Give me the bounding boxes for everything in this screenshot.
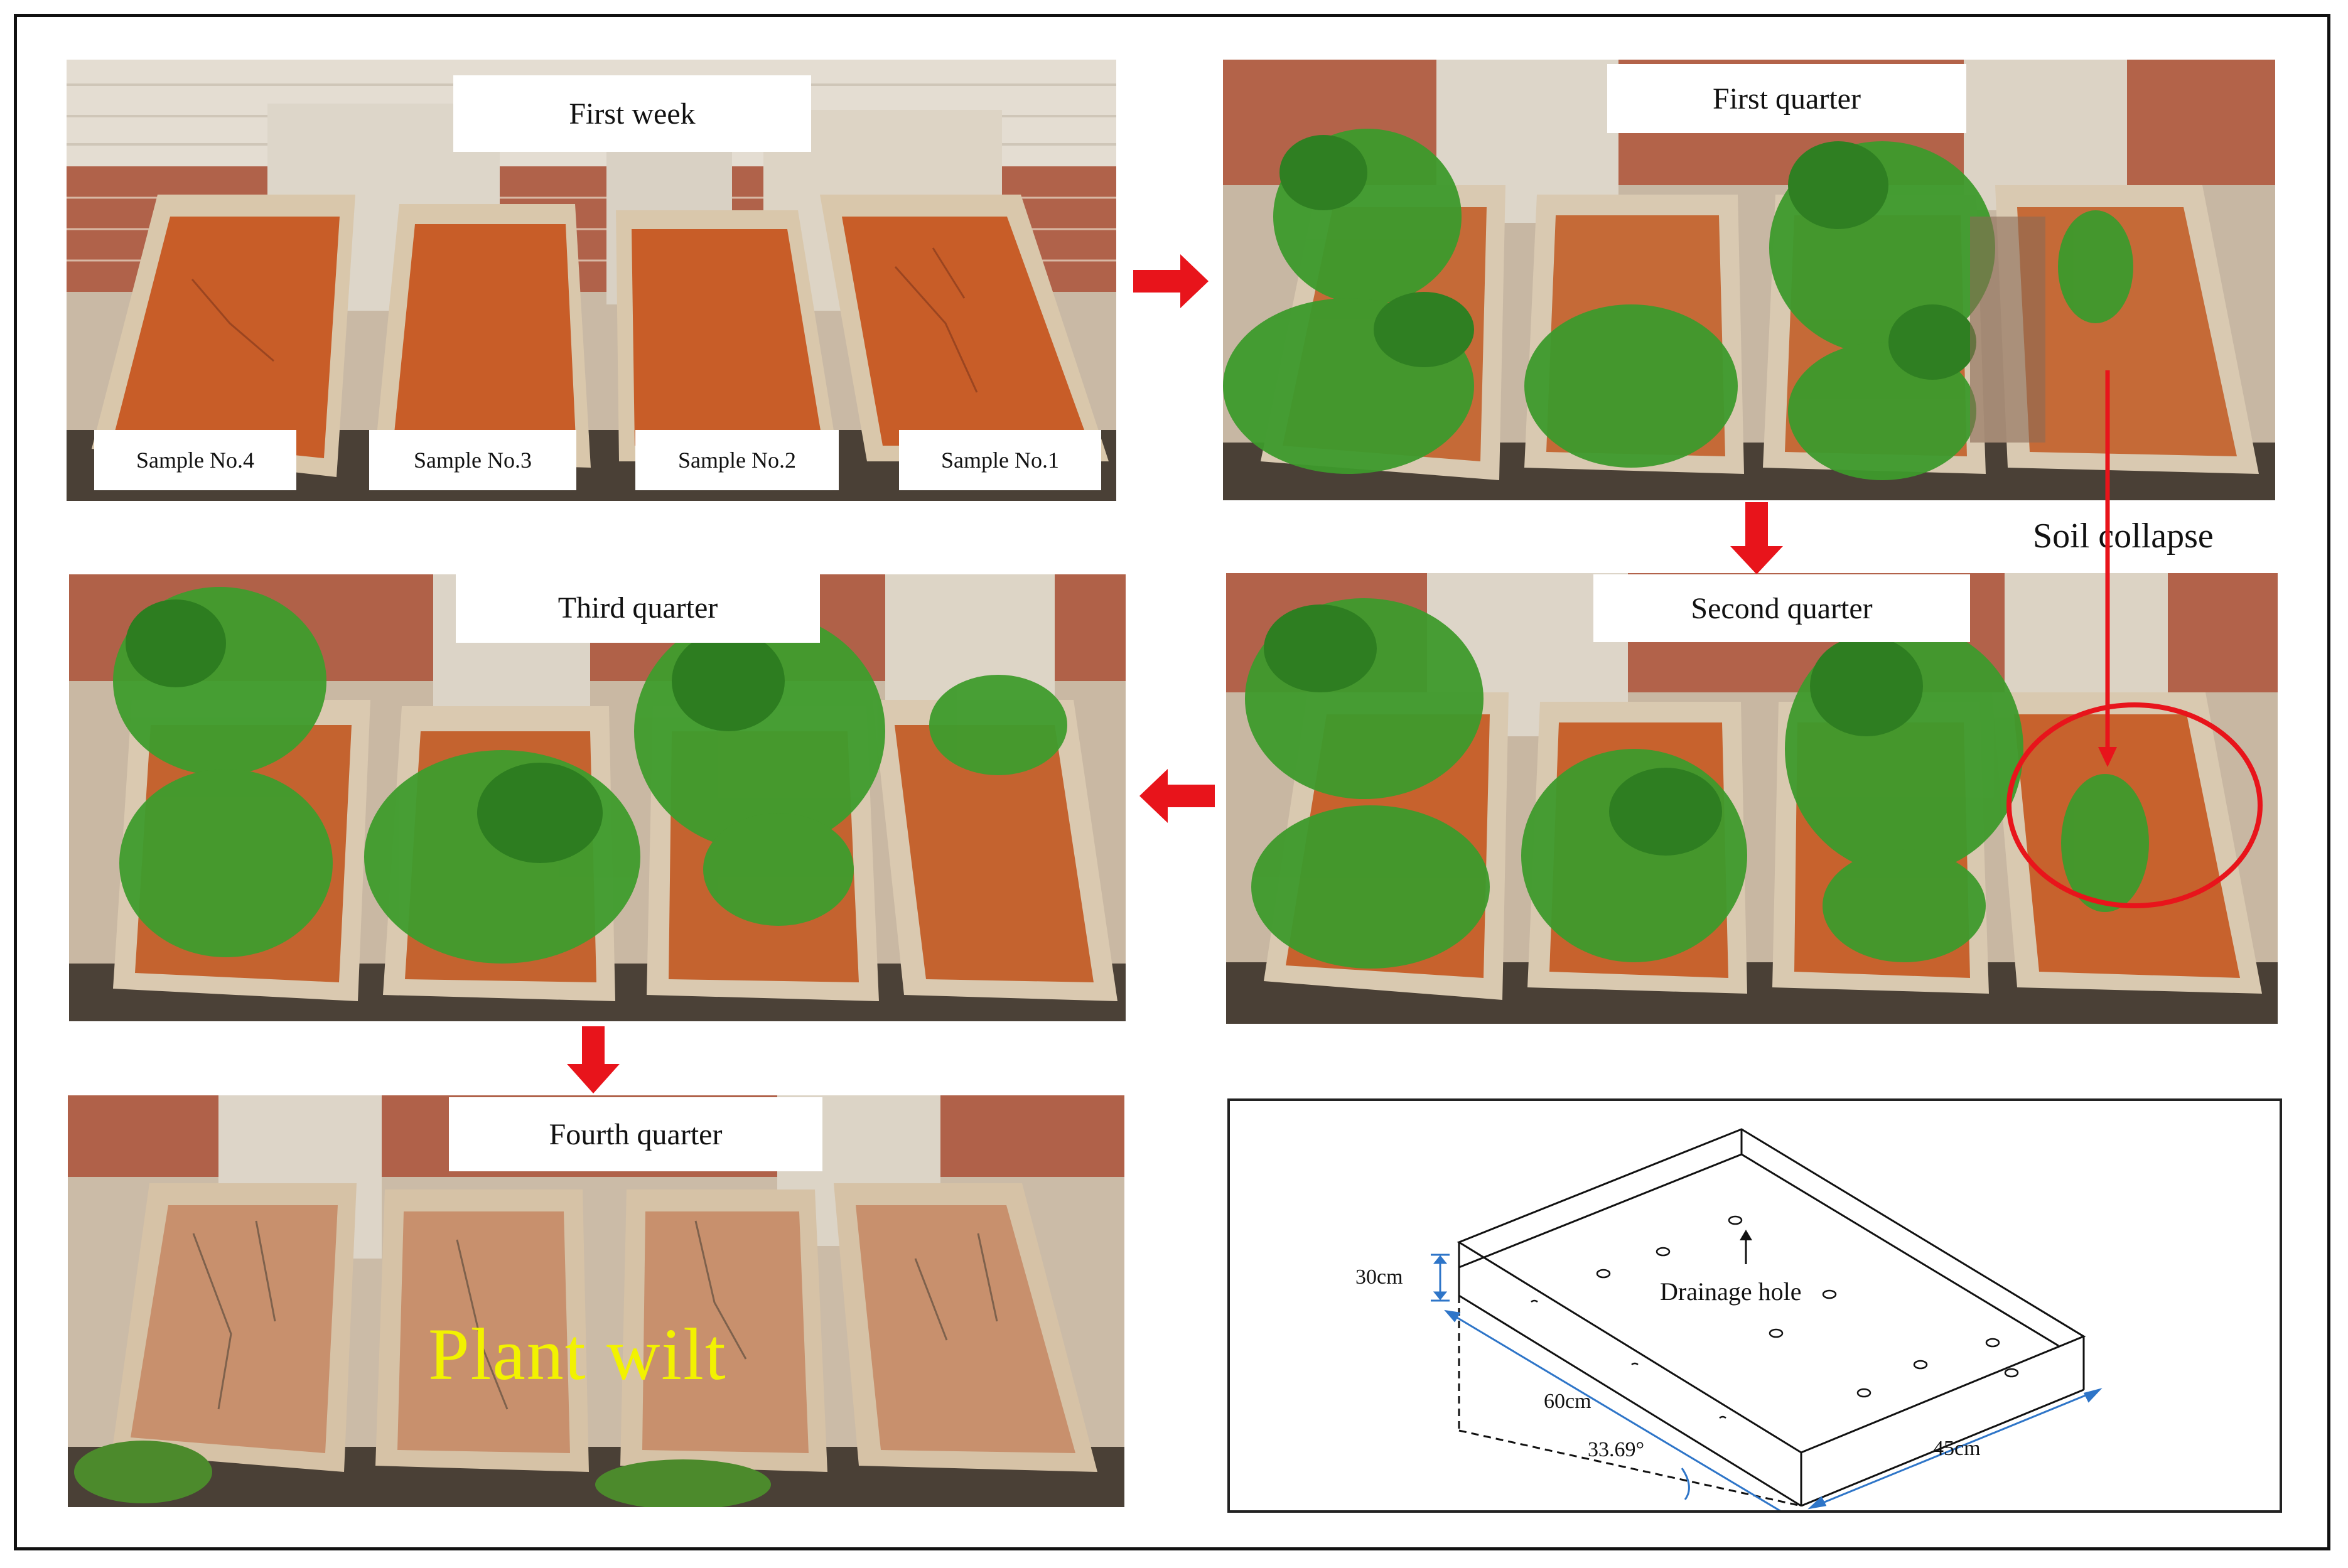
soil-box-diagram: 30cm 60cm 45cm 33.69° Drainage hole <box>1227 1098 2282 1513</box>
photo-first-quarter <box>1223 60 2275 500</box>
photo-third-quarter <box>69 574 1126 1021</box>
label-sample-4: Sample No.4 <box>94 430 296 490</box>
label-fourth-quarter: Fourth quarter <box>449 1097 822 1171</box>
label-sample-2: Sample No.2 <box>635 430 839 490</box>
label-sample-3: Sample No.3 <box>369 430 576 490</box>
drainage-hole-label: Drainage hole <box>1660 1277 1802 1306</box>
label-sample-1: Sample No.1 <box>899 430 1101 490</box>
dim-angle-label: 33.69° <box>1588 1438 1645 1461</box>
plant-wilt-label: Plant wilt <box>428 1313 727 1395</box>
dim-width-label: 45cm <box>1933 1437 1981 1460</box>
label-first-quarter: First quarter <box>1607 64 1966 133</box>
dim-height-label: 30cm <box>1355 1265 1403 1289</box>
label-second-quarter: Second quarter <box>1593 574 1970 642</box>
label-first-week: First week <box>453 75 811 152</box>
figure-frame <box>14 14 2330 1550</box>
soil-collapse-label: Soil collapse <box>2033 517 2214 556</box>
label-third-quarter: Third quarter <box>456 572 820 643</box>
dim-length-label: 60cm <box>1544 1390 1591 1413</box>
